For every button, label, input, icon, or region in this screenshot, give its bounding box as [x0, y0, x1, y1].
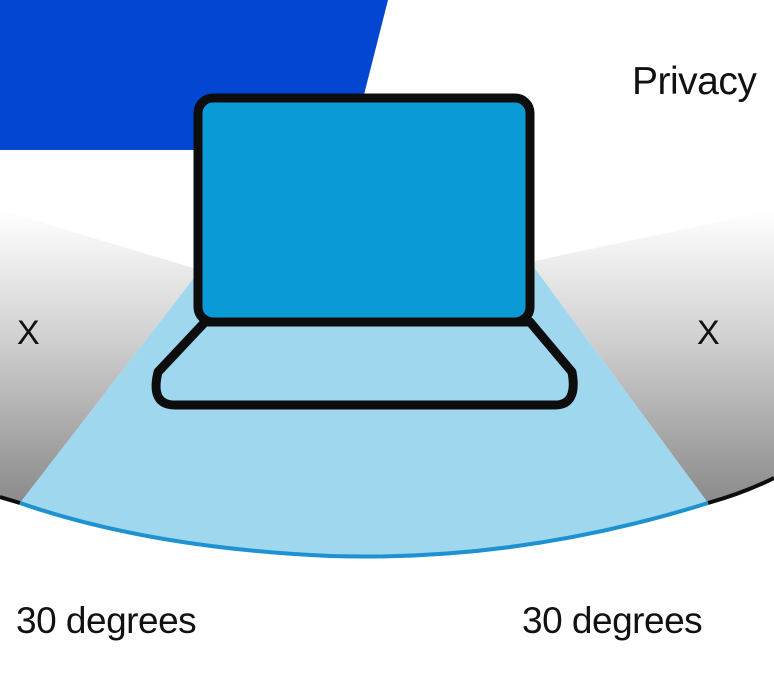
laptop-base — [151, 317, 578, 410]
viewing-arc — [19, 501, 709, 559]
blocked-zone-right — [530, 210, 774, 503]
arc-right-end — [707, 476, 774, 505]
angle-label-left: 30 degrees — [16, 600, 197, 641]
blocked-zone-left — [0, 210, 200, 503]
blocked-marker-left: X — [17, 314, 40, 352]
blocked-marker-right: X — [697, 314, 720, 352]
privacy-label: Privacy — [632, 60, 757, 103]
arc-left-end — [0, 495, 21, 505]
laptop-screen — [193, 93, 535, 327]
laptop-icon — [151, 93, 578, 410]
angle-label-right: 30 degrees — [522, 600, 703, 641]
